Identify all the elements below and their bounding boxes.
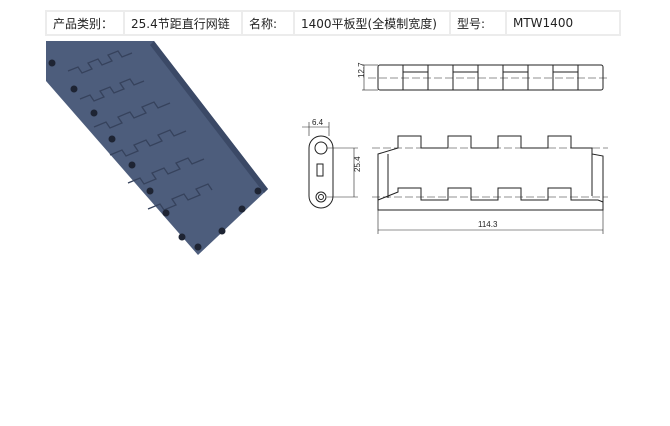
category-label: 产品类别：: [47, 12, 123, 34]
side-view: [302, 122, 358, 209]
chain-product-photo: [46, 41, 268, 255]
dim-pitch: 25.4: [353, 156, 362, 172]
name-label: 名称:: [243, 12, 293, 34]
dim-pin-width: 6.4: [312, 118, 324, 127]
front-view: [372, 135, 608, 234]
dim-width: 114.3: [478, 220, 498, 229]
model-label: 型号:: [451, 12, 505, 34]
name-value: 1400平板型(全模制宽度): [295, 12, 449, 34]
top-view: [362, 64, 608, 91]
category-value: 25.4节距直行网链: [125, 12, 241, 34]
model-value: MTW1400: [507, 12, 619, 34]
dim-thickness: 12.7: [357, 62, 366, 78]
technical-drawing: 12.7 6.4 25.4 114.3: [302, 62, 608, 234]
product-spec-table: 产品类别： 25.4节距直行网链 名称: 1400平板型(全模制宽度) 型号: …: [45, 10, 621, 36]
spec-row: 产品类别： 25.4节距直行网链 名称: 1400平板型(全模制宽度) 型号: …: [47, 12, 619, 34]
